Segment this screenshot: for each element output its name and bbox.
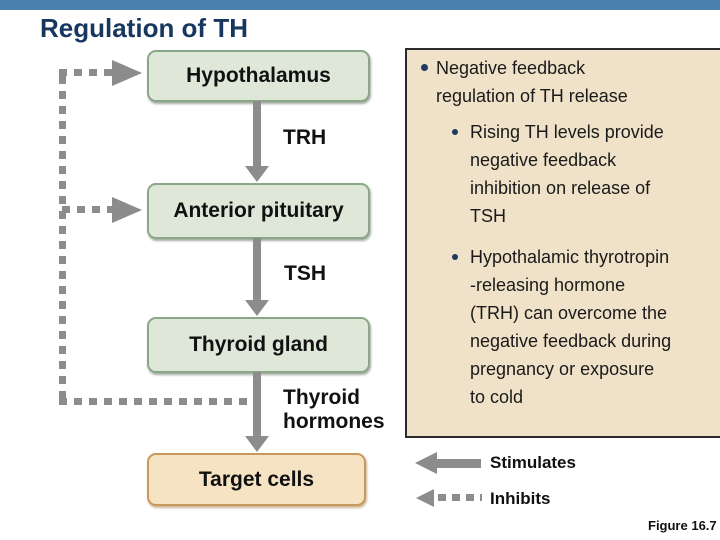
top-accent-bar: [0, 0, 720, 10]
bullet-dot-icon: [452, 129, 458, 135]
arrow-hypothalamus-to-pituitary-head: [245, 166, 269, 182]
bullet-text: Rising TH levels provide negative feedba…: [470, 122, 664, 226]
bullet-item: Hypothalamic thyrotropin -releasing horm…: [452, 243, 671, 411]
feedback-dashed-mid-segment: [62, 206, 112, 213]
bullet-dot-icon: [452, 254, 458, 260]
label-tsh: TSH: [284, 262, 326, 285]
info-panel: Negative feedback regulation of TH relea…: [405, 48, 720, 438]
bullet-item: Rising TH levels provide negative feedba…: [452, 118, 664, 230]
feedback-dashed-bottom-segment: [59, 398, 251, 405]
inhibit-arrowhead-hypothalamus: [112, 60, 142, 86]
bullet-text: Negative feedback regulation of TH relea…: [436, 58, 628, 106]
bullet-dot-icon: [421, 64, 428, 71]
legend-inhibits-label: Inhibits: [490, 489, 551, 508]
slide-title: Regulation of TH: [40, 13, 248, 43]
bullet-item: Negative feedback regulation of TH relea…: [421, 54, 628, 110]
node-hypothalamus: Hypothalamus: [147, 50, 370, 102]
inhibit-arrowhead-pituitary: [112, 197, 142, 223]
label-thyroid-hormones: Thyroid hormones: [283, 386, 385, 433]
legend-inhibits-arrow-dashes: [438, 494, 482, 501]
legend-inhibits-arrow-icon: [416, 489, 434, 507]
legend-stimulates-label: Stimulates: [490, 453, 576, 472]
node-anterior-pituitary: Anterior pituitary: [147, 183, 370, 239]
arrow-thyroid-to-target-shaft: [253, 372, 261, 437]
feedback-dashed-vertical-line: [59, 76, 66, 405]
arrow-pituitary-to-thyroid-shaft: [253, 238, 261, 301]
arrow-thyroid-to-target-head: [245, 436, 269, 452]
figure-caption: Figure 16.7: [648, 518, 717, 533]
label-trh: TRH: [283, 126, 327, 149]
bullet-text: Hypothalamic thyrotropin -releasing horm…: [470, 247, 672, 407]
node-thyroid-gland: Thyroid gland: [147, 317, 370, 373]
legend-stimulates-arrow-icon: [415, 452, 437, 474]
node-target-cells: Target cells: [147, 453, 366, 506]
legend-stimulates-arrow-shaft: [437, 459, 481, 468]
arrow-pituitary-to-thyroid-head: [245, 300, 269, 316]
arrow-hypothalamus-to-pituitary-shaft: [253, 101, 261, 167]
feedback-dashed-top-segment: [59, 69, 112, 76]
